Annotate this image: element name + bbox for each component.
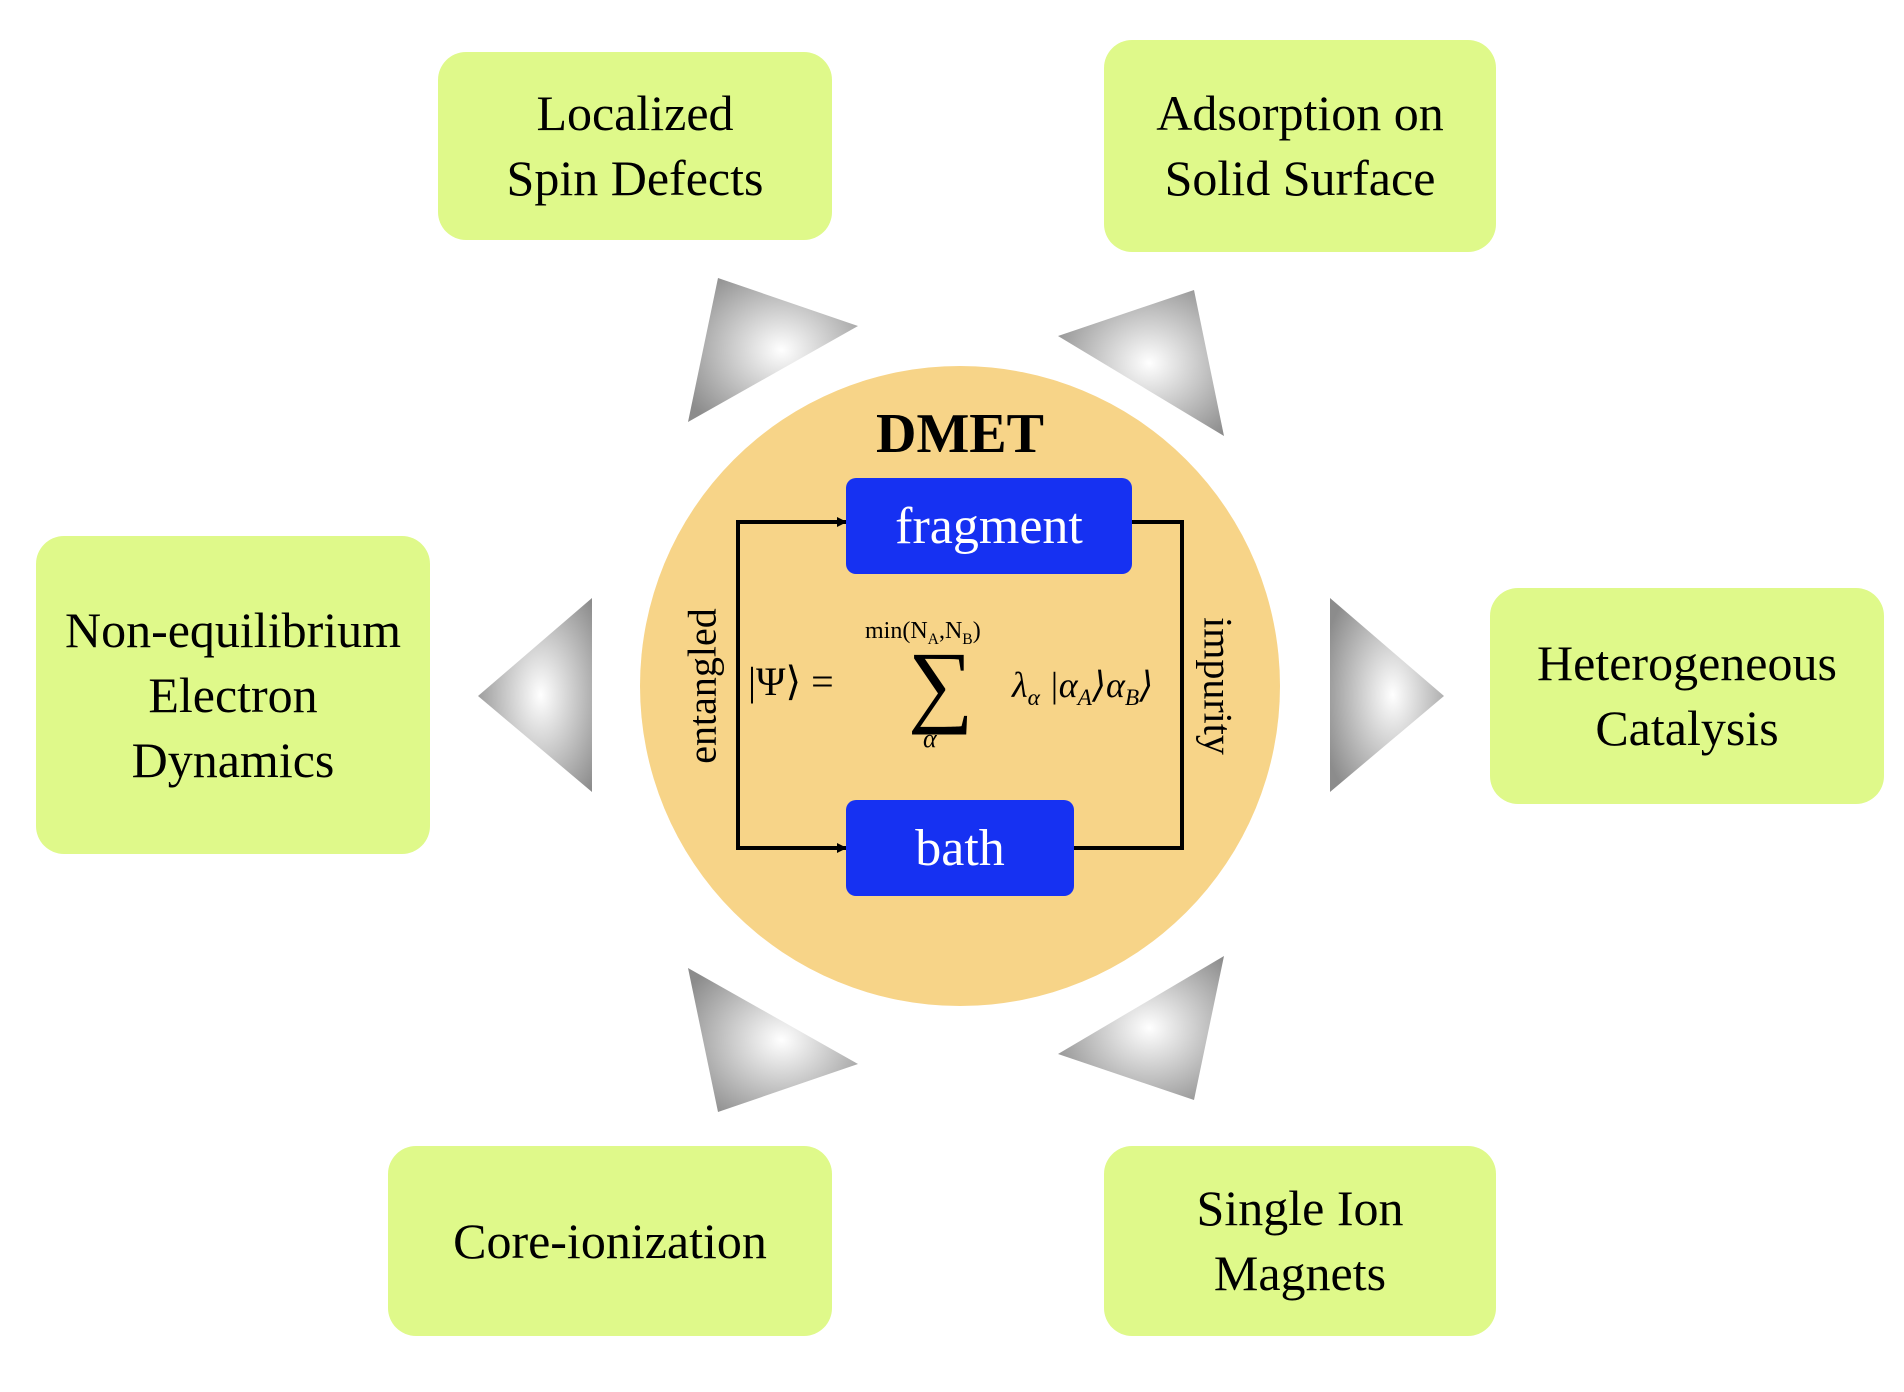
app-text-line: Localized (536, 85, 734, 141)
formula-lower-limit: α (923, 724, 937, 753)
app-box-core-ionization: Core-ionization (388, 1146, 832, 1336)
left-bracket-line (736, 520, 846, 850)
arrow-to-left-icon (478, 598, 592, 792)
arrow-to-top-right-icon (1058, 290, 1224, 436)
app-box-localized-spin-defects: Localized Spin Defects (438, 52, 832, 240)
bath-label: bath (915, 819, 1005, 877)
formula-lhs: |Ψ⟩ = (748, 659, 834, 704)
app-text-line: Single Ion (1196, 1180, 1404, 1236)
arrow-to-bottom-left-icon (688, 968, 858, 1112)
formula-sum-symbol: ∑ (908, 633, 974, 735)
app-text-line: Electron (148, 666, 318, 723)
app-text-line: Core-ionization (453, 1212, 767, 1269)
fragment-box: fragment (846, 478, 1132, 574)
app-box-heterogeneous-catalysis: Heterogeneous Catalysis (1490, 588, 1884, 804)
entangled-connectors (736, 517, 1184, 853)
app-text-line: Dynamics (131, 731, 335, 788)
entangled-label: entangled (679, 608, 725, 764)
arrow-to-top-left-icon (688, 278, 858, 422)
app-box-adsorption: Adsorption on Solid Surface (1104, 40, 1496, 252)
arrow-to-bottom-right-icon (1058, 956, 1224, 1100)
app-box-non-equilibrium: Non-equilibrium Electron Dynamics (36, 536, 430, 854)
app-text-line: Heterogeneous (1537, 635, 1837, 691)
app-box-single-ion-magnets: Single Ion Magnets (1104, 1146, 1496, 1336)
formula-rhs: λα |αA⟩αB⟩ (1012, 665, 1154, 712)
app-text-line: Spin Defects (506, 150, 764, 206)
bath-box: bath (846, 800, 1074, 896)
app-text-line: Catalysis (1595, 700, 1779, 756)
right-bracket-line (1074, 520, 1184, 850)
app-text-line: Adsorption on (1156, 85, 1444, 141)
formula-upper-limit: min(NA,NB) (865, 618, 981, 648)
impurity-label: impurity (1195, 617, 1241, 755)
app-text-line: Magnets (1213, 1245, 1387, 1301)
dmet-title: DMET (876, 403, 1044, 465)
arrow-to-right-icon (1330, 598, 1444, 792)
app-text-line: Solid Surface (1164, 150, 1436, 206)
fragment-label: fragment (895, 497, 1083, 555)
app-text-line: Non-equilibrium (64, 601, 402, 658)
